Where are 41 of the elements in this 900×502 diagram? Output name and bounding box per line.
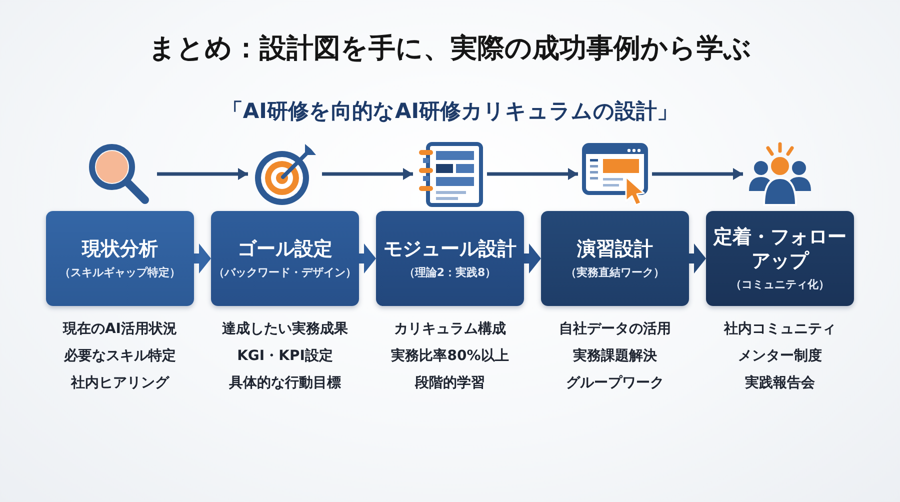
arrow — [157, 168, 248, 180]
chevron-arrow — [689, 244, 706, 274]
list-item: グループワーク — [566, 374, 664, 392]
list-item: メンター制度 — [738, 347, 822, 366]
step-title: 定着・フォローアップ — [712, 224, 848, 274]
step-subtitle: （バックワード・デザイン） — [214, 266, 356, 280]
list-item: 実務比率80%以上 — [391, 347, 509, 366]
chevron-arrow — [359, 244, 376, 274]
step-title: ゴール設定 — [238, 236, 332, 261]
arrow — [322, 168, 413, 180]
step-subtitle: （理論2：実践8） — [404, 266, 496, 280]
subtitle: 「AI研修を向的なAI研修カリキュラムの設計」 — [222, 98, 678, 125]
list-item: カリキュラム構成 — [394, 320, 506, 338]
step-title: モジュール設計 — [384, 236, 516, 261]
arrow — [652, 168, 743, 180]
process-box — [46, 211, 194, 306]
list-item: 社内ヒアリング — [71, 374, 169, 392]
list-item: KGI・KPI設定 — [237, 347, 333, 366]
arrow — [487, 168, 578, 180]
list-item: 達成したい実務成果 — [222, 320, 348, 338]
step-title: 現状分析 — [82, 236, 158, 261]
step-subtitle: （スキルギャップ特定） — [60, 266, 180, 280]
process-box — [376, 211, 524, 306]
process-box — [541, 211, 689, 306]
list-item: 社内コミュニティ — [724, 320, 836, 338]
step-subtitle: （実務直結ワーク） — [566, 266, 664, 280]
step-subtitle: （コミュニティ化） — [730, 278, 830, 292]
list-item: 段階的学習 — [415, 374, 485, 392]
chevron-arrow — [524, 244, 541, 274]
list-item: 実務課題解決 — [573, 347, 657, 366]
list-item: 自社データの活用 — [559, 320, 671, 338]
list-item: 現在のAI活用状況 — [62, 320, 178, 338]
title: まとめ：設計図を手に、実際の成功事例から学ぶ — [148, 32, 752, 66]
browser-window-icon — [580, 141, 650, 207]
process-box — [211, 211, 359, 306]
chevron-arrow — [194, 244, 211, 274]
step-title: 演習設計 — [577, 236, 653, 261]
process-box — [706, 211, 854, 306]
list-item: 実践報告会 — [745, 374, 815, 392]
list-item: 必要なスキル特定 — [64, 347, 176, 366]
list-item: 具体的な行動目標 — [229, 374, 341, 392]
